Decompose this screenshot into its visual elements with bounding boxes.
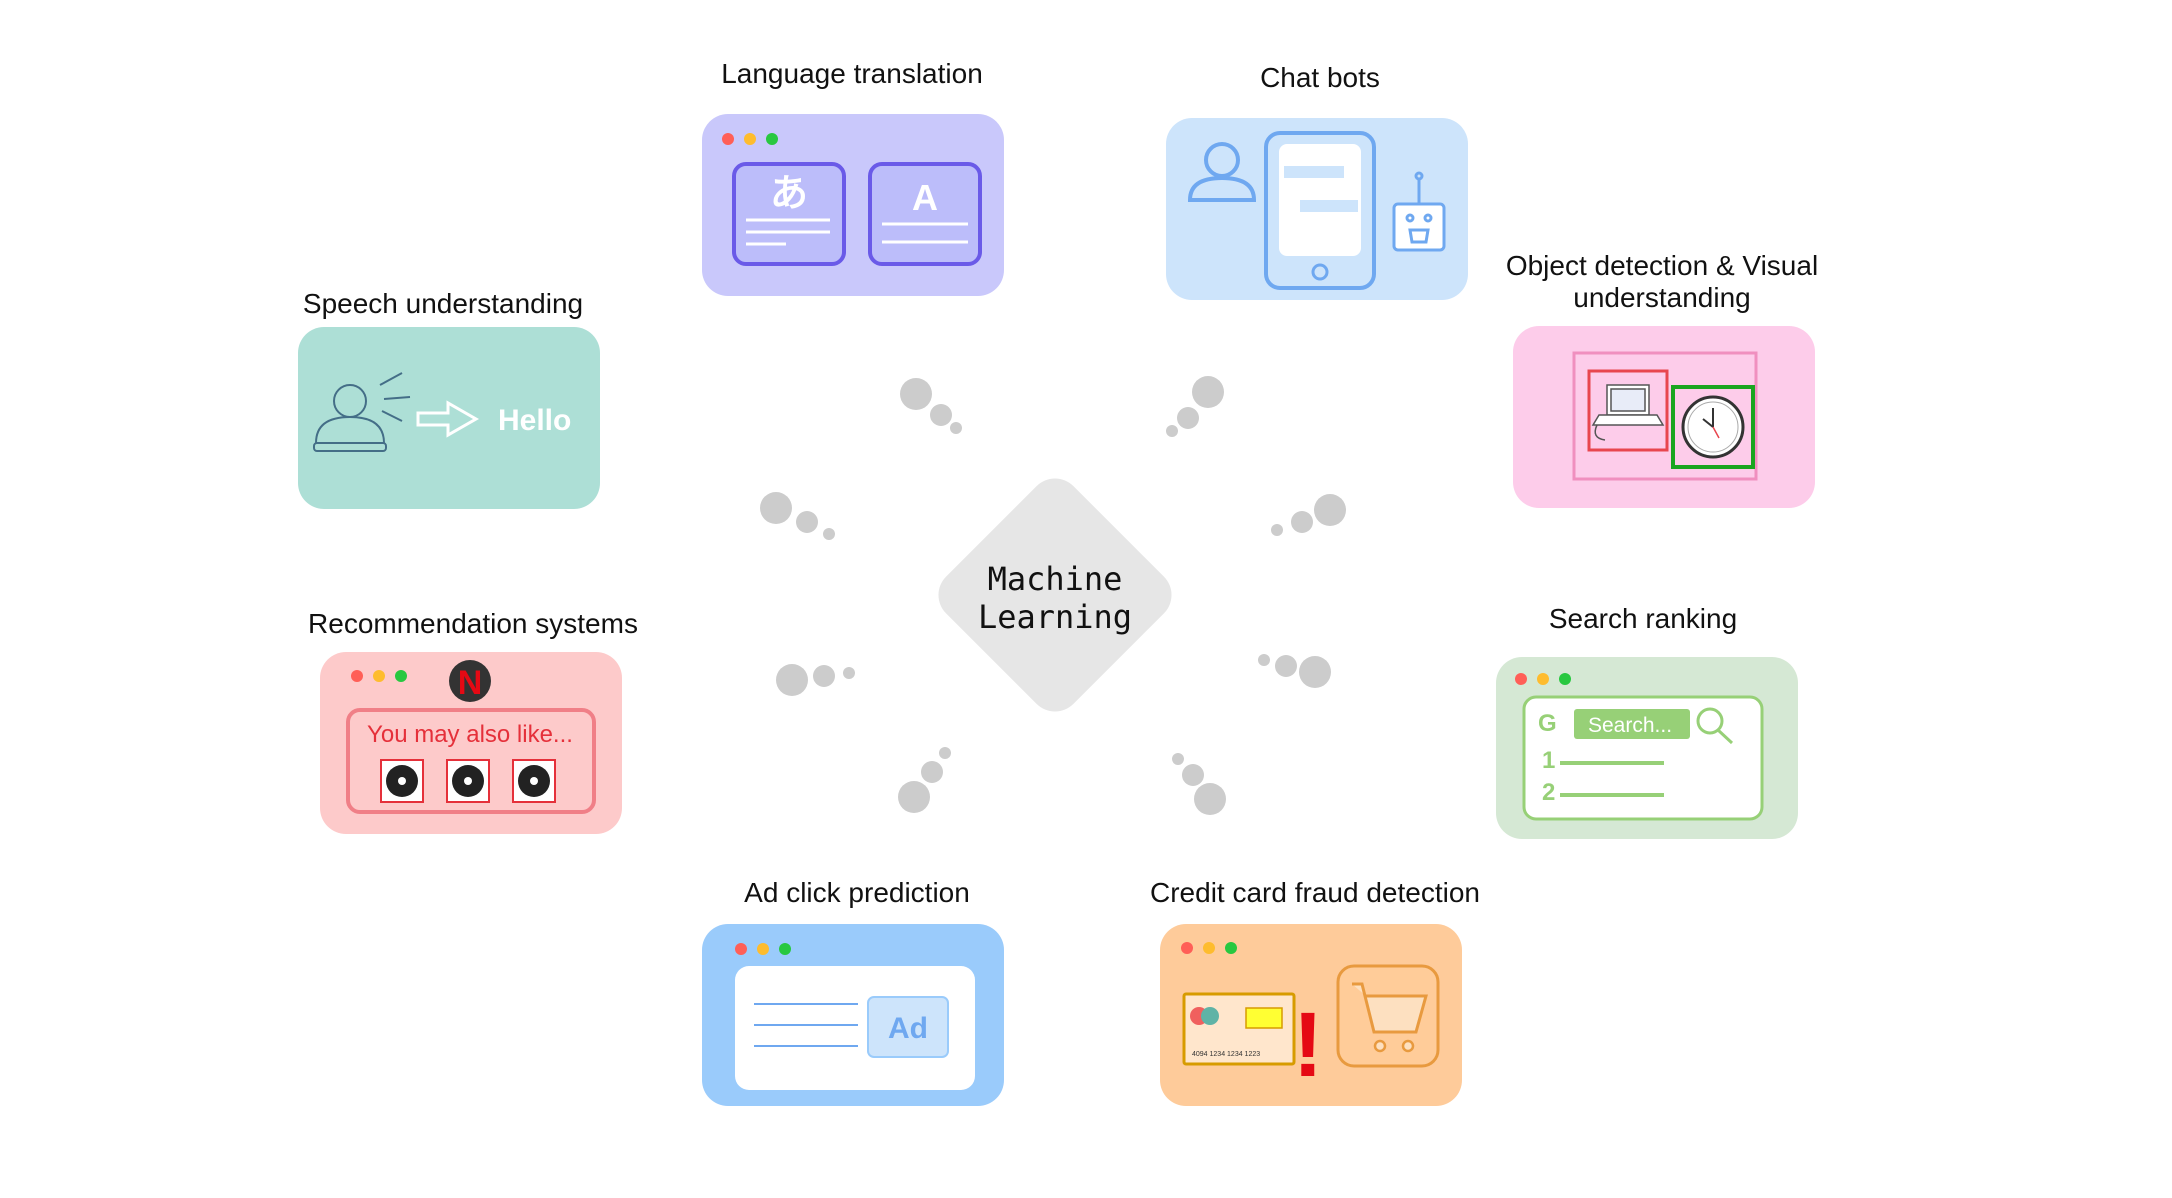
chat-bots-illustration (1187, 131, 1446, 290)
object-detection-illustration (1572, 351, 1758, 481)
label-object-detection: Object detection & Visual understanding (1462, 250, 1862, 314)
laptop-bounding-box (1587, 369, 1669, 452)
user-icon (1187, 142, 1257, 202)
label-chat-bots: Chat bots (1260, 62, 1380, 93)
center-label-line2: Learning (977, 598, 1133, 636)
ad-badge-text: Ad (888, 1012, 928, 1045)
card-number: 4094 1234 1234 1223 (1192, 1051, 1260, 1058)
speech-illustration: Hello (313, 372, 571, 452)
card-credit-card-fraud: 4094 1234 1234 1223 ! (1160, 924, 1462, 1106)
label-language-translation: Language translation (721, 58, 983, 89)
recommendation-illustration: N You may also like... (346, 660, 596, 814)
label-object-detection-line2: understanding (1573, 282, 1751, 313)
label-search-ranking: Search ranking (1548, 603, 1738, 634)
clock-icon (1681, 395, 1745, 459)
card-search-ranking: G Search... 1 2 (1496, 657, 1798, 839)
shopping-cart-icon (1336, 964, 1440, 1068)
language-translation-illustration: あ A (722, 133, 982, 266)
label-object-detection-line1: Object detection & Visual (1505, 250, 1819, 281)
center-label: Machine Learning (930, 560, 1180, 636)
fraud-illustration: 4094 1234 1234 1223 ! (1181, 942, 1440, 1096)
rank-1-number: 1 (1542, 747, 1555, 774)
ad-banner (867, 996, 949, 1058)
card-recommendation-systems: N You may also like... (320, 652, 622, 834)
card-chat-bots (1166, 118, 1468, 300)
logo-letter: N (458, 664, 483, 702)
card-language-translation: あ A (702, 114, 1004, 296)
laptop-icon (1591, 384, 1665, 441)
ad-click-illustration: Ad (735, 943, 975, 1090)
connector-dots (760, 376, 1346, 815)
robot-icon (1392, 171, 1446, 252)
center-diamond (938, 478, 1172, 712)
credit-card-icon: 4094 1234 1234 1223 (1182, 992, 1296, 1066)
search-box (1574, 709, 1690, 739)
source-glyph: あ (770, 173, 808, 215)
arrow-right-icon (416, 400, 480, 438)
target-glyph: A (912, 177, 938, 218)
card-ad-click-prediction: Ad (702, 924, 1004, 1106)
search-placeholder: Search... (1588, 714, 1672, 737)
search-ranking-illustration: G Search... 1 2 (1515, 673, 1764, 821)
label-speech-understanding: Speech understanding (302, 288, 584, 319)
center-label-line1: Machine (987, 560, 1123, 598)
recommendation-prompt: You may also like... (367, 721, 573, 748)
recommended-items (380, 759, 556, 803)
logo-badge (449, 660, 491, 702)
label-credit-card-fraud: Credit card fraud detection (1150, 877, 1480, 908)
search-engine-logo: G (1538, 710, 1557, 737)
label-recommendation-systems: Recommendation systems (308, 608, 638, 639)
alert-icon: ! (1293, 994, 1324, 1096)
speech-output-word: Hello (498, 404, 571, 437)
label-ad-click-prediction: Ad click prediction (744, 877, 970, 908)
clock-bounding-box (1671, 385, 1755, 469)
person-speaking-icon (313, 372, 411, 452)
magnifier-icon (1696, 707, 1734, 745)
card-object-detection (1513, 326, 1815, 508)
card-speech-understanding: Hello (298, 327, 600, 509)
rank-2-number: 2 (1542, 779, 1555, 806)
